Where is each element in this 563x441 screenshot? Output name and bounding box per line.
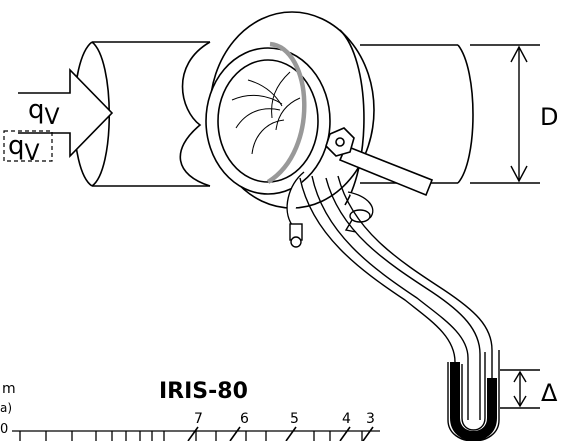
axis-unit-label: m [2, 381, 16, 397]
measurement-ring [266, 41, 307, 184]
wrench-icon [325, 127, 434, 197]
scale-marker: 5 [290, 411, 299, 427]
manometer-tubes [299, 175, 493, 420]
product-name: IRIS-80 [159, 379, 248, 404]
scale-marker: 3 [366, 411, 375, 427]
scale-marker: 6 [240, 411, 249, 427]
flow-label-dashed: qV [8, 131, 40, 166]
scale-axis [12, 430, 380, 441]
axis-unit-label-2: a) [0, 401, 12, 415]
diameter-label: D [540, 103, 558, 131]
setting-curves [187, 426, 374, 441]
iris-blades [231, 71, 301, 155]
pressure-diff-label: Δ [541, 379, 558, 407]
scale-marker: 7 [194, 411, 203, 427]
flow-dashed-box [3, 130, 53, 162]
flow-label-solid: qV [28, 95, 60, 130]
pressure-diff-dimension [500, 369, 540, 409]
flow-arrow-icon [18, 68, 114, 158]
scale-marker: 4 [342, 411, 351, 427]
scale-markers: 7 6 5 4 3 [194, 411, 375, 427]
diameter-dimension [470, 44, 540, 184]
axis-start-label: 0 [0, 422, 8, 437]
iris-damper-housing [205, 11, 375, 209]
measuring-nipples [286, 171, 374, 248]
